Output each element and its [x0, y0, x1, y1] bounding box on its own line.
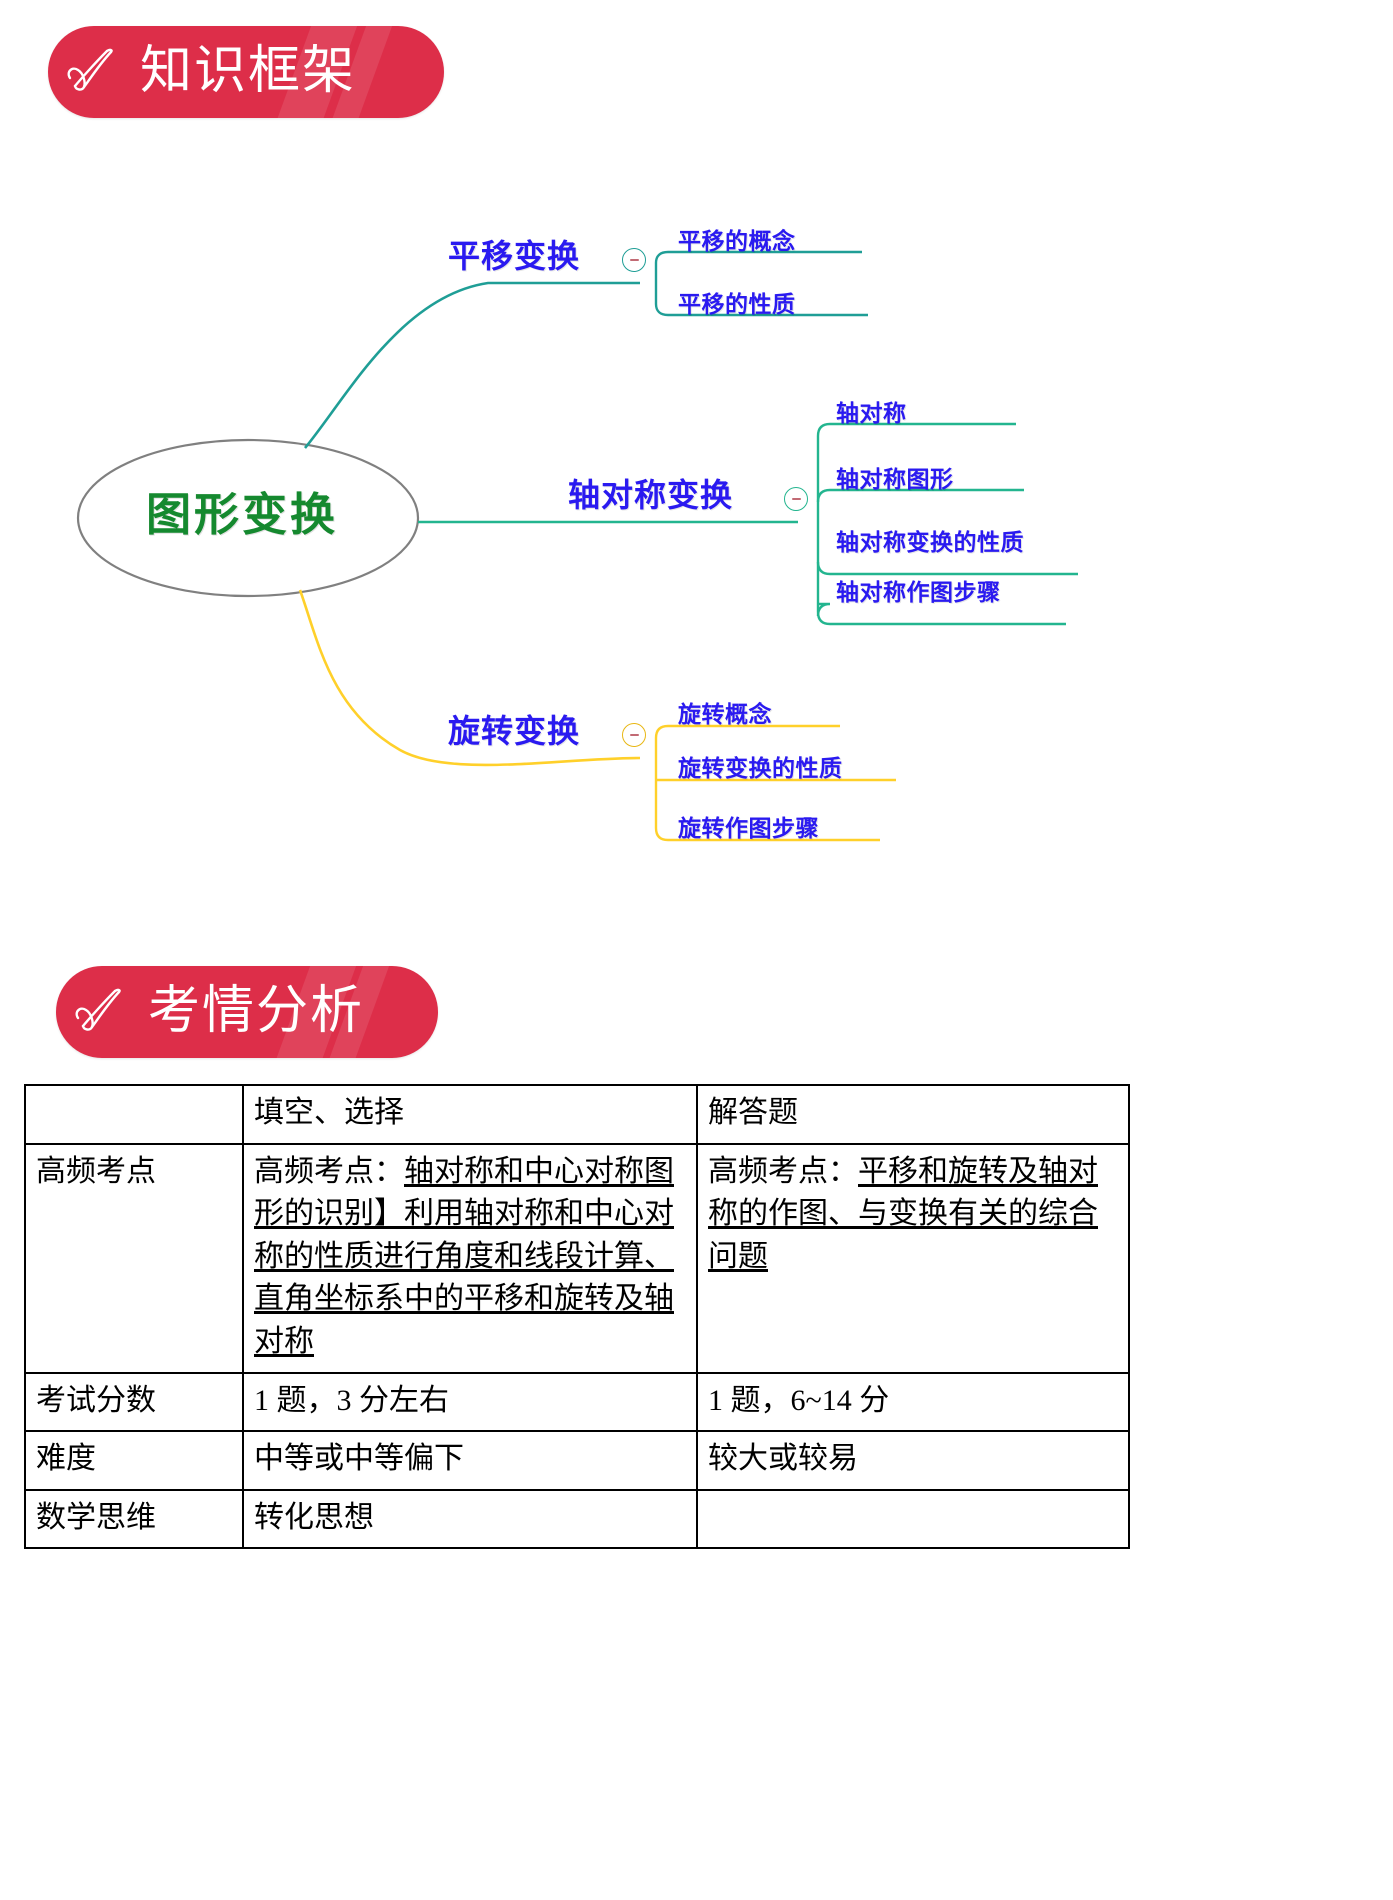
- row-label-math-thinking: 数学思维: [24, 1488, 244, 1550]
- collapse-toggle-icon-translation[interactable]: [622, 248, 646, 272]
- row-label-difficulty: 难度: [24, 1430, 244, 1491]
- mindmap-leaf-rotation-1[interactable]: 旋转变换的性质: [678, 755, 843, 781]
- mindmap-leaf-rotation-0[interactable]: 旋转概念: [678, 701, 772, 727]
- mindmap-leaf-axial-3[interactable]: 轴对称作图步骤: [836, 579, 1001, 605]
- table-header-row: 填空、选择 解答题: [24, 1084, 1130, 1145]
- cell-difficulty-free-response: 较大或较易: [696, 1430, 1130, 1491]
- mindmap-leaf-axial-1[interactable]: 轴对称图形: [836, 466, 954, 492]
- table-header-blank: [24, 1084, 244, 1145]
- mindmap-leaf-rotation-2[interactable]: 旋转作图步骤: [678, 815, 819, 841]
- cell-high-frequency-free-response: 高频考点：平移和旋转及轴对称的作图、与变换有关的综合问题: [696, 1142, 1130, 1374]
- row-label-exam-score: 考试分数: [24, 1371, 244, 1433]
- collapse-toggle-icon-rotation[interactable]: [622, 723, 646, 747]
- collapse-toggle-icon-axial-symmetry[interactable]: [784, 487, 808, 511]
- cell-exam-score-fill-choice: 1 题，3 分左右: [242, 1371, 698, 1433]
- mindmap-root-node[interactable]: 图形变换: [146, 489, 339, 540]
- root-node-ellipse: [76, 438, 420, 598]
- cell-difficulty-fill-choice: 中等或中等偏下: [242, 1430, 698, 1491]
- cell-exam-score-free-response: 1 题，6~14 分: [696, 1371, 1130, 1433]
- cell-underlined-text: 轴对称和中心对称图形的识别】利用轴对称和中心对称的性质进行角度和线段计算、直角坐…: [254, 1154, 674, 1358]
- table-row: 高频考点 高频考点：轴对称和中心对称图形的识别】利用轴对称和中心对称的性质进行角…: [24, 1142, 1130, 1374]
- cell-prefix: 高频考点：: [708, 1154, 858, 1188]
- mindmap-leaf-axial-0[interactable]: 轴对称: [836, 400, 907, 426]
- check-mark-icon: [48, 26, 140, 118]
- mindmap-branch-axial-symmetry[interactable]: 轴对称变换: [568, 477, 734, 513]
- section-header-exam: 考情分析: [56, 966, 438, 1058]
- row-label-high-frequency: 高频考点: [24, 1142, 244, 1374]
- mindmap-branch-rotation[interactable]: 旋转变换: [448, 713, 581, 749]
- cell-underlined-text: 平移和旋转及轴对称的作图、与变换有关的综合问题: [708, 1154, 1098, 1273]
- section-header-knowledge: 知识框架: [48, 26, 444, 118]
- table-row: 考试分数 1 题，3 分左右 1 题，6~14 分: [24, 1371, 1130, 1433]
- cell-math-thinking-free-response: [696, 1488, 1130, 1550]
- cell-math-thinking-fill-choice: 转化思想: [242, 1488, 698, 1550]
- table-row: 难度 中等或中等偏下 较大或较易: [24, 1430, 1130, 1491]
- section-title: 考情分析: [148, 981, 365, 1040]
- cell-high-frequency-fill-choice: 高频考点：轴对称和中心对称图形的识别】利用轴对称和中心对称的性质进行角度和线段计…: [242, 1142, 698, 1374]
- section-title: 知识框架: [140, 41, 357, 100]
- cell-prefix: 高频考点：: [254, 1154, 404, 1188]
- check-mark-icon: [56, 966, 148, 1058]
- mindmap-leaf-translation-0[interactable]: 平移的概念: [678, 228, 796, 254]
- mindmap-branch-translation[interactable]: 平移变换: [448, 238, 581, 274]
- table-row: 数学思维 转化思想: [24, 1488, 1130, 1550]
- exam-analysis-table: 填空、选择 解答题 高频考点 高频考点：轴对称和中心对称图形的识别】利用轴对称和…: [24, 1084, 1130, 1550]
- mindmap-diagram: 图形变换 平移变换 平移的概念 平移的性质 轴对称变换 轴对称 轴对称图形 轴对…: [0, 150, 1393, 910]
- mindmap-leaf-axial-2[interactable]: 轴对称变换的性质: [836, 529, 1024, 555]
- table-header-free-response: 解答题: [696, 1084, 1130, 1145]
- table-header-fill-choice: 填空、选择: [242, 1084, 698, 1145]
- mindmap-leaf-translation-1[interactable]: 平移的性质: [678, 291, 796, 317]
